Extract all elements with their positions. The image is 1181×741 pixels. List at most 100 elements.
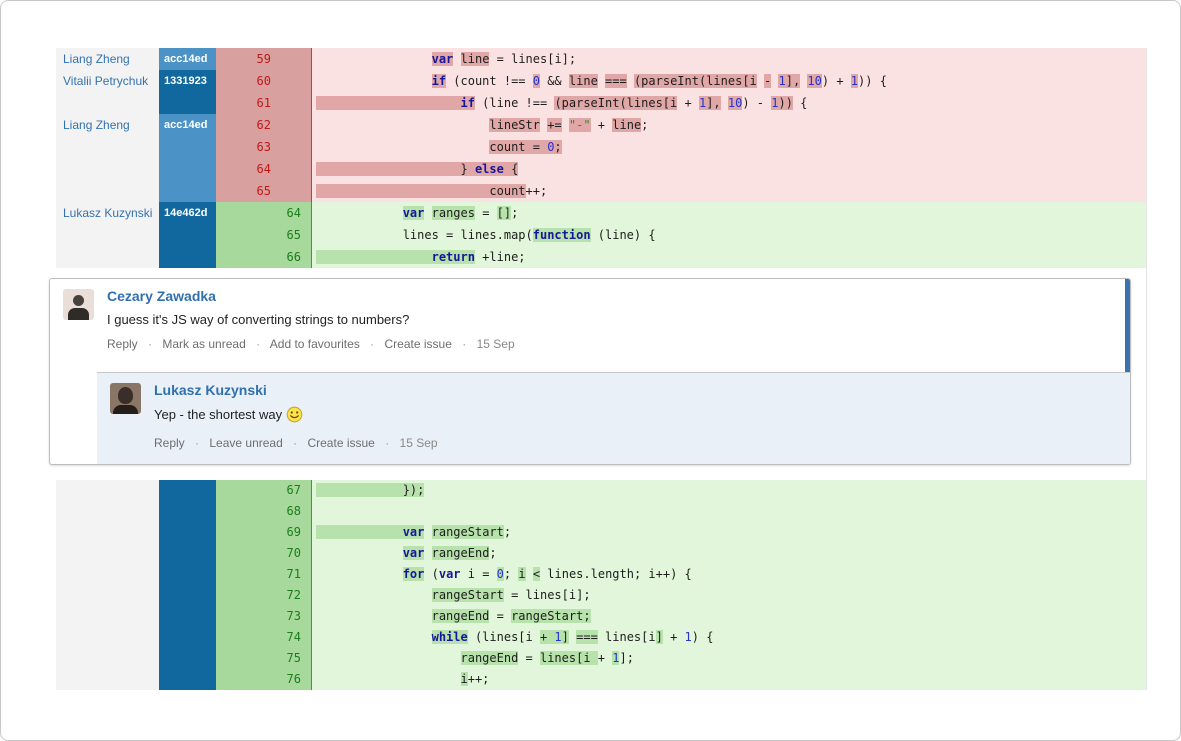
- code-token: =: [518, 651, 540, 665]
- old-line-number: 64: [256, 162, 271, 176]
- code-token: (parseInt(lines[i: [633, 74, 757, 88]
- line-number-gutter[interactable]: 72: [216, 585, 311, 606]
- mark-as-unread-link[interactable]: Mark as unread: [162, 337, 246, 351]
- code-token: var: [402, 546, 425, 560]
- code-token: if: [460, 96, 475, 110]
- code-line: for (var i = 0; i < lines.length; i++) {: [311, 564, 1146, 585]
- code-token: [562, 118, 569, 132]
- add-to-favourites-link[interactable]: Add to favourites: [269, 337, 360, 351]
- code-token: ],: [785, 74, 801, 88]
- line-number-gutter[interactable]: 66: [216, 246, 311, 268]
- comment-author-link[interactable]: Lukasz Kuzynski: [154, 382, 267, 398]
- line-number-gutter[interactable]: 65: [216, 224, 311, 246]
- code-token: ) -: [742, 96, 772, 110]
- line-number-gutter[interactable]: 60: [216, 70, 311, 92]
- code-token: 1: [778, 74, 786, 88]
- line-number-gutter[interactable]: 67: [216, 480, 311, 501]
- code-token: )): [778, 96, 793, 110]
- create-issue-link[interactable]: Create issue: [384, 337, 452, 351]
- code-token: ===: [576, 630, 598, 644]
- code-indent: [316, 140, 489, 154]
- new-line-number: 68: [286, 504, 301, 518]
- line-number-gutter[interactable]: 74: [216, 627, 311, 648]
- line-number-gutter[interactable]: 63: [216, 136, 311, 158]
- code-token: ;: [503, 525, 512, 539]
- code-line: rangeEnd = lines[i + 1];: [311, 648, 1146, 669]
- action-separator: ·: [148, 337, 153, 351]
- old-line-number: [216, 480, 271, 501]
- action-separator: ·: [462, 337, 467, 351]
- new-line-number: [271, 114, 311, 136]
- author-link[interactable]: Vitalii Petrychuk: [56, 70, 159, 92]
- line-number-gutter[interactable]: 65: [216, 180, 311, 202]
- new-line-number: 66: [286, 250, 301, 264]
- comment-author-link[interactable]: Cezary Zawadka: [107, 288, 216, 304]
- code-line: var rangeEnd;: [311, 543, 1146, 564]
- code-token: <: [532, 567, 541, 581]
- new-line-number: [271, 136, 311, 158]
- code-token: [424, 525, 431, 539]
- line-number-gutter[interactable]: 76: [216, 669, 311, 690]
- code-token: "-": [568, 118, 591, 132]
- diff-hunk-bottom: 67 }); 68 69 var rangeStart;70 var rangeEn…: [56, 480, 1146, 690]
- commit-hash-link[interactable]: acc14ed: [159, 48, 216, 70]
- code-token: lines[i: [597, 630, 656, 644]
- code-token: [424, 546, 431, 560]
- code-token: []: [496, 206, 512, 220]
- code-indent: [316, 546, 403, 560]
- reply-link[interactable]: Reply: [107, 337, 138, 351]
- code-token: [627, 74, 634, 88]
- new-line-number: [271, 92, 311, 114]
- commit-hash-link[interactable]: 1331923: [159, 70, 216, 92]
- diff-row: 69 var rangeStart;: [56, 522, 1146, 543]
- code-token: [453, 52, 460, 66]
- author-cell: [56, 501, 159, 522]
- reply-link[interactable]: Reply: [154, 436, 185, 450]
- line-number-gutter[interactable]: 64: [216, 158, 311, 180]
- line-number-gutter[interactable]: 71: [216, 564, 311, 585]
- line-number-gutter[interactable]: 75: [216, 648, 311, 669]
- line-number-gutter[interactable]: 61: [216, 92, 311, 114]
- line-number-gutter[interactable]: 69: [216, 522, 311, 543]
- avatar[interactable]: [63, 289, 94, 320]
- commit-cell: [159, 246, 216, 268]
- code-indent: [316, 250, 432, 264]
- author-link[interactable]: Liang Zheng: [56, 48, 159, 70]
- code-token: = lines[i];: [503, 588, 591, 602]
- create-issue-link[interactable]: Create issue: [307, 436, 375, 450]
- code-token: 0: [532, 74, 540, 88]
- code-line: while (lines[i + 1] === lines[i] + 1) {: [311, 627, 1146, 648]
- line-number-gutter[interactable]: 68: [216, 501, 311, 522]
- code-token: ];: [619, 651, 634, 665]
- code-line: });: [311, 480, 1146, 501]
- line-number-gutter[interactable]: 59: [216, 48, 311, 70]
- author-cell: [56, 92, 159, 114]
- line-number-gutter[interactable]: 62: [216, 114, 311, 136]
- leave-unread-link[interactable]: Leave unread: [209, 436, 283, 450]
- line-number-gutter[interactable]: 64: [216, 202, 311, 224]
- diff-row: 67 });: [56, 480, 1146, 501]
- action-separator: ·: [256, 337, 261, 351]
- avatar[interactable]: [110, 383, 141, 414]
- line-number-gutter[interactable]: 73: [216, 606, 311, 627]
- author-cell: [56, 648, 159, 669]
- code-indent: [316, 672, 461, 686]
- old-line-number: [216, 627, 271, 648]
- line-number-gutter[interactable]: 70: [216, 543, 311, 564]
- commit-hash-link[interactable]: acc14ed: [159, 114, 216, 136]
- author-link[interactable]: Liang Zheng: [56, 114, 159, 136]
- author-cell: [56, 246, 159, 268]
- code-token: +: [597, 651, 613, 665]
- comment-date: 15 Sep: [476, 337, 515, 351]
- comment-date: 15 Sep: [399, 436, 438, 450]
- new-line-number: [271, 158, 311, 180]
- new-line-number: 73: [286, 609, 301, 623]
- code-token: ]: [561, 630, 569, 644]
- code-token: lines.length; i++) {: [540, 567, 692, 581]
- action-separator: ·: [293, 436, 298, 450]
- code-token: +: [662, 630, 685, 644]
- commit-hash-link[interactable]: 14e462d: [159, 202, 216, 224]
- author-link[interactable]: Lukasz Kuzynski: [56, 202, 159, 224]
- author-cell: [56, 606, 159, 627]
- commit-cell: [159, 627, 216, 648]
